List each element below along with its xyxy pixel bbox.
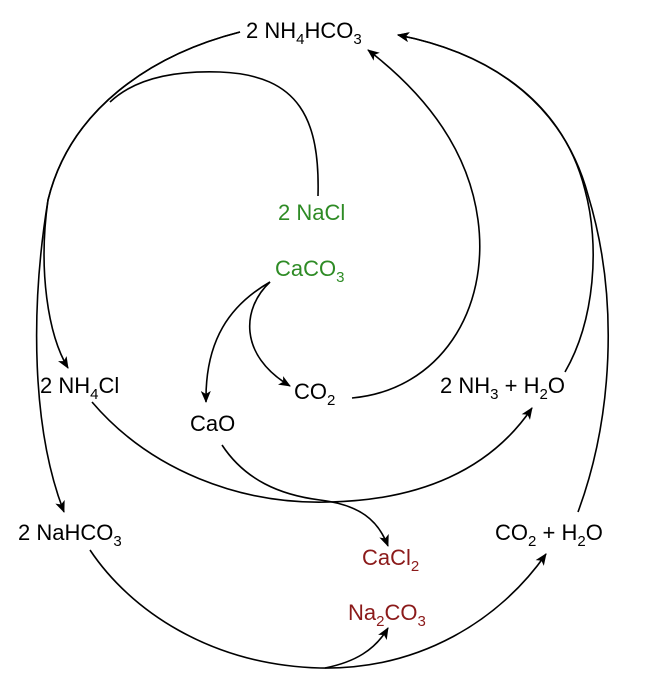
species-nh3-h2o: 2 NH3 + H2O [440,373,565,403]
species-labels: 2 NH4HCO3 2 NaCl CaCO3 CO2 2 NH4Cl 2 NH3… [18,18,603,630]
species-nh4hco3: 2 NH4HCO3 [246,18,362,48]
arrow-caco3-to-cao [200,281,271,403]
species-na2co3: Na2CO3 [348,600,426,630]
arrow-cao-to-cacl2 [221,444,389,547]
arrow-caco3-to-co2 [248,281,291,387]
species-co2-h2o: CO2 + H2O [495,520,603,550]
arrows [35,31,609,669]
species-nh4cl: 2 NH4Cl [40,373,119,403]
species-co2: CO2 [294,379,335,409]
species-cao: CaO [190,411,235,436]
arrow-nacl-feed [109,71,319,197]
arrow-co2-to-nh4hco3 [351,49,481,399]
species-nahco3: 2 NaHCO3 [18,520,122,550]
species-caco3: CaCO3 [275,256,344,286]
species-nacl: 2 NaCl [278,200,345,225]
arrow-nh3h2o-to-nh4hco3 [397,32,594,373]
arrow-nahco3-to-na2co3 [324,627,389,669]
arrow-co2h2o-to-nh4hco3 [397,32,609,513]
arrow-nh4hco3-to-nahco3 [35,31,241,513]
species-cacl2: CaCl2 [362,545,419,575]
arrow-nahco3-to-co2h2o [89,549,547,669]
arrow-nh4cl-to-nh3h2o [91,401,533,503]
